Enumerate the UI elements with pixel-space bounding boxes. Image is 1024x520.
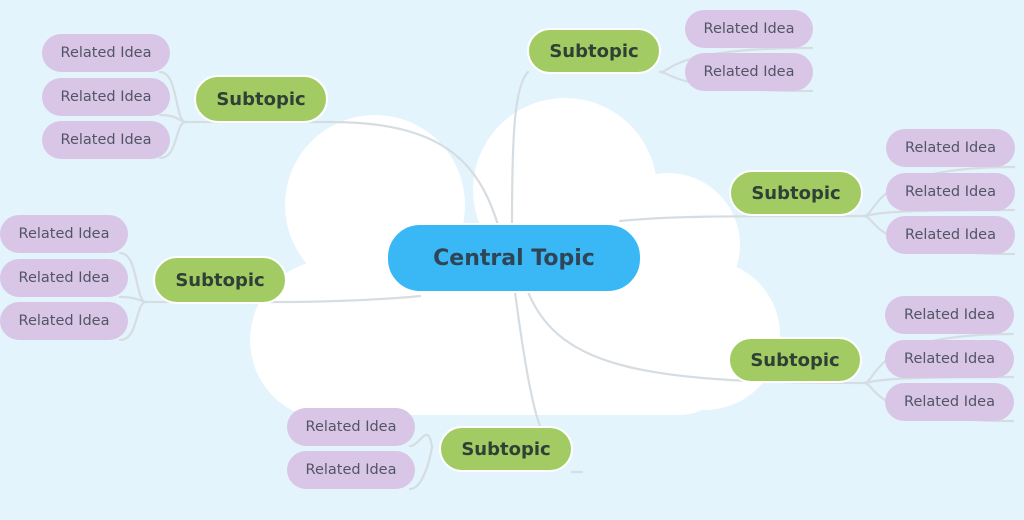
related-idea-node[interactable]: Related Idea [885, 296, 1014, 334]
related-idea-node[interactable]: Related Idea [885, 340, 1014, 378]
related-idea-node[interactable]: Related Idea [685, 53, 813, 91]
related-idea-node[interactable]: Related Idea [42, 34, 170, 72]
subtopic-node[interactable]: Subtopic [729, 170, 863, 216]
related-idea-node[interactable]: Related Idea [42, 78, 170, 116]
subtopic-node[interactable]: Subtopic [153, 256, 287, 304]
related-idea-node[interactable]: Related Idea [0, 302, 128, 340]
related-idea-node[interactable]: Related Idea [287, 408, 415, 446]
related-idea-node[interactable]: Related Idea [42, 121, 170, 159]
related-idea-node[interactable]: Related Idea [886, 129, 1015, 167]
related-idea-node[interactable]: Related Idea [0, 215, 128, 253]
subtopic-node[interactable]: Subtopic [439, 426, 573, 472]
central-topic[interactable]: Central Topic [386, 223, 642, 293]
related-idea-node[interactable]: Related Idea [685, 10, 813, 48]
subtopic-node[interactable]: Subtopic [728, 337, 862, 383]
related-idea-node[interactable]: Related Idea [0, 259, 128, 297]
related-idea-node[interactable]: Related Idea [287, 451, 415, 489]
subtopic-node[interactable]: Subtopic [194, 75, 328, 123]
subtopic-node[interactable]: Subtopic [527, 28, 661, 74]
related-idea-node[interactable]: Related Idea [886, 173, 1015, 211]
related-idea-node[interactable]: Related Idea [886, 216, 1015, 254]
related-idea-node[interactable]: Related Idea [885, 383, 1014, 421]
